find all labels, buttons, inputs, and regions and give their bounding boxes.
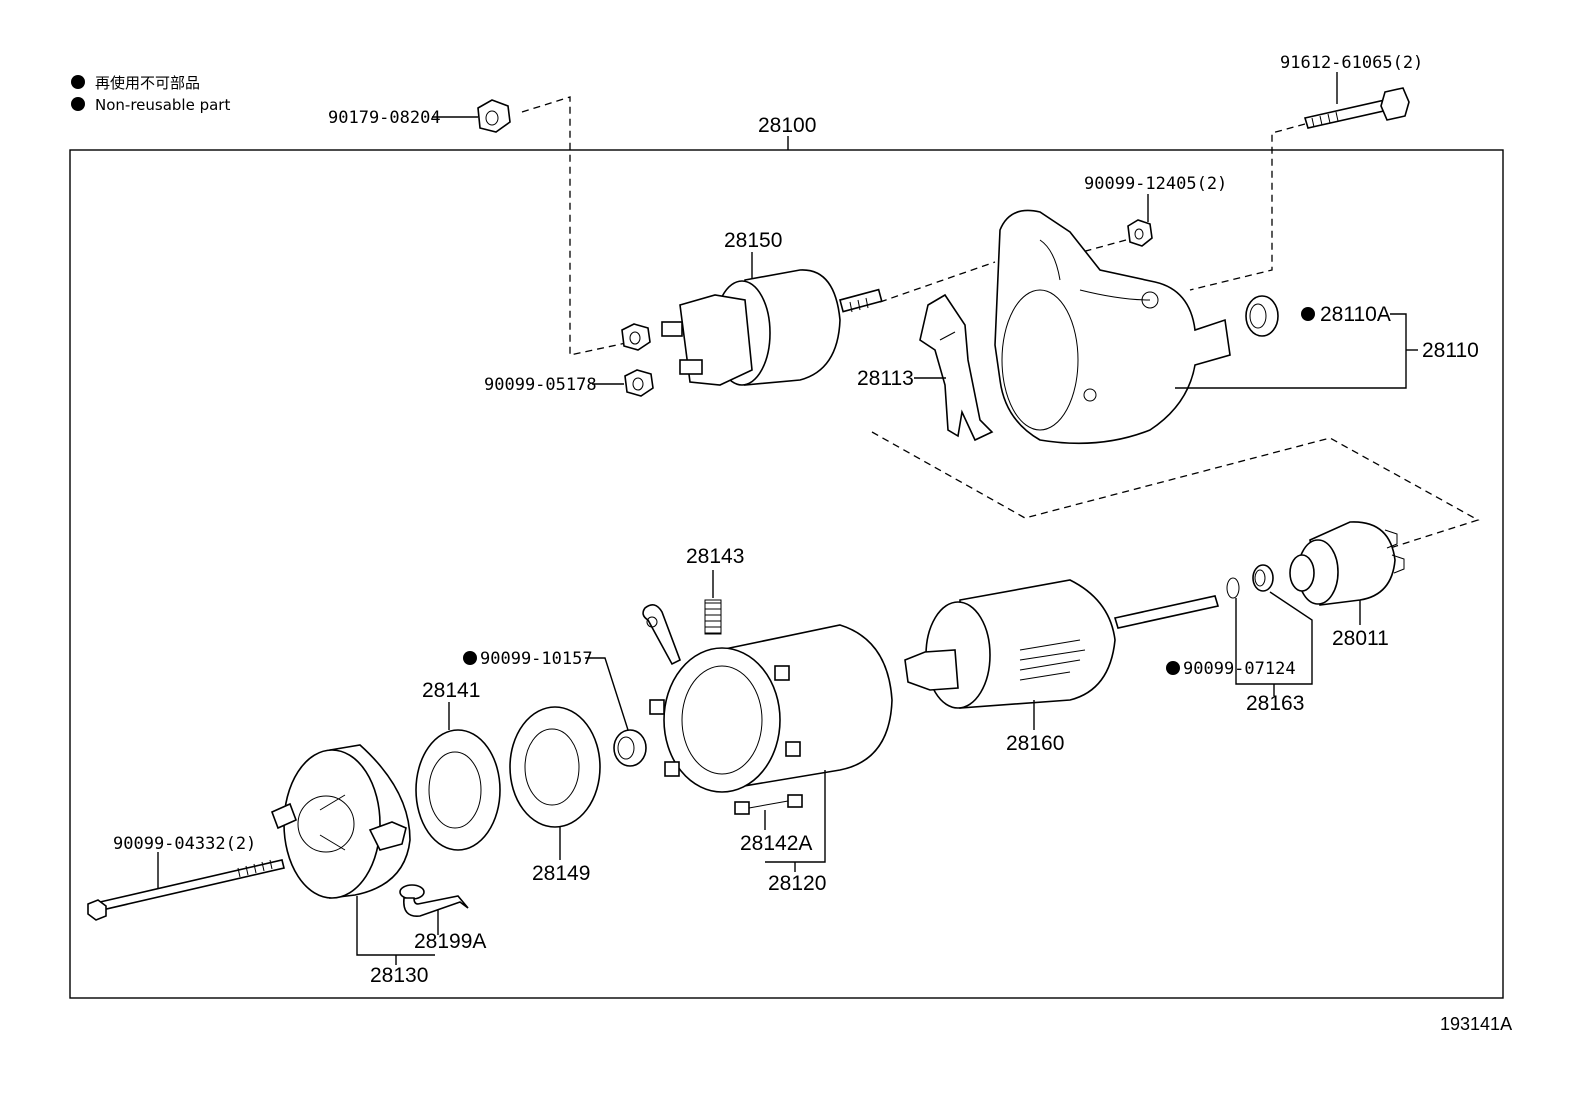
assembly-label[interactable]: 28100: [758, 114, 816, 137]
bearing-90099-10157-icon: [613, 729, 647, 767]
lever-28113-icon: [919, 293, 994, 442]
hose-28199A-icon: [399, 884, 469, 917]
callout-28150[interactable]: 28150: [724, 229, 782, 252]
callout-90099-07124[interactable]: 90099-07124: [1183, 659, 1296, 679]
callout-28130[interactable]: 28130: [370, 964, 428, 987]
stop-collar-icon: [1226, 564, 1274, 599]
bushing-28110A-icon: [1245, 295, 1279, 337]
armature-28160-icon: [904, 579, 1220, 709]
nut-90179-icon: [477, 99, 511, 133]
housing-28110-icon: [994, 209, 1231, 445]
plate-28141-icon: [415, 729, 501, 851]
non-reusable-dot-icon: [1301, 307, 1315, 321]
non-reusable-dot-icon: [71, 97, 85, 111]
field-yoke-28120-icon: [642, 604, 893, 793]
end-frame-28130-icon: [270, 744, 411, 899]
callout-28120[interactable]: 28120: [768, 872, 826, 895]
callout-28143[interactable]: 28143: [686, 545, 744, 568]
callout-90179-08204[interactable]: 90179-08204: [328, 108, 441, 128]
legend-japanese: 再使用不可部品: [95, 74, 200, 92]
through-bolt-90099-04332-icon: [87, 859, 285, 921]
figure-id: 193141A: [1440, 1014, 1512, 1034]
callout-28113[interactable]: 28113: [857, 367, 914, 390]
callout-90099-10157[interactable]: 90099-10157: [480, 649, 593, 669]
callout-91612-61065[interactable]: 91612-61065(2): [1280, 53, 1423, 73]
washer-28149-icon: [509, 706, 601, 828]
callout-28011[interactable]: 28011: [1332, 627, 1389, 650]
callout-90099-04332[interactable]: 90099-04332(2): [113, 834, 256, 854]
assembly-frame: [69, 149, 1504, 999]
callout-28110A[interactable]: 28110A: [1320, 303, 1391, 326]
callout-28160[interactable]: 28160: [1006, 732, 1064, 755]
callout-28141[interactable]: 28141: [422, 679, 480, 702]
callout-90099-12405[interactable]: 90099-12405(2): [1084, 174, 1227, 194]
brush-28142A-icon: [734, 794, 803, 815]
non-reusable-dot-icon: [71, 75, 85, 89]
nut-90099-12405-icon: [1127, 219, 1153, 247]
callout-90099-05178[interactable]: 90099-05178: [484, 375, 597, 395]
legend: 再使用不可部品 Non-reusable part: [71, 74, 230, 114]
callout-28110[interactable]: 28110: [1422, 339, 1479, 362]
solenoid-28150-icon: [661, 269, 883, 386]
callout-28163[interactable]: 28163: [1246, 692, 1304, 715]
pinion-28011-icon: [1289, 521, 1405, 606]
callout-28149[interactable]: 28149: [532, 862, 590, 885]
legend-english: Non-reusable part: [95, 96, 230, 114]
nut-90099-05178-icon: [621, 323, 654, 397]
non-reusable-dot-icon: [463, 651, 477, 665]
callout-28199A[interactable]: 28199A: [414, 930, 486, 953]
spring-28143-icon: [704, 599, 722, 635]
callout-28142A[interactable]: 28142A: [740, 832, 812, 855]
non-reusable-dot-icon: [1166, 661, 1180, 675]
bolt-91612-icon: [1303, 87, 1410, 129]
